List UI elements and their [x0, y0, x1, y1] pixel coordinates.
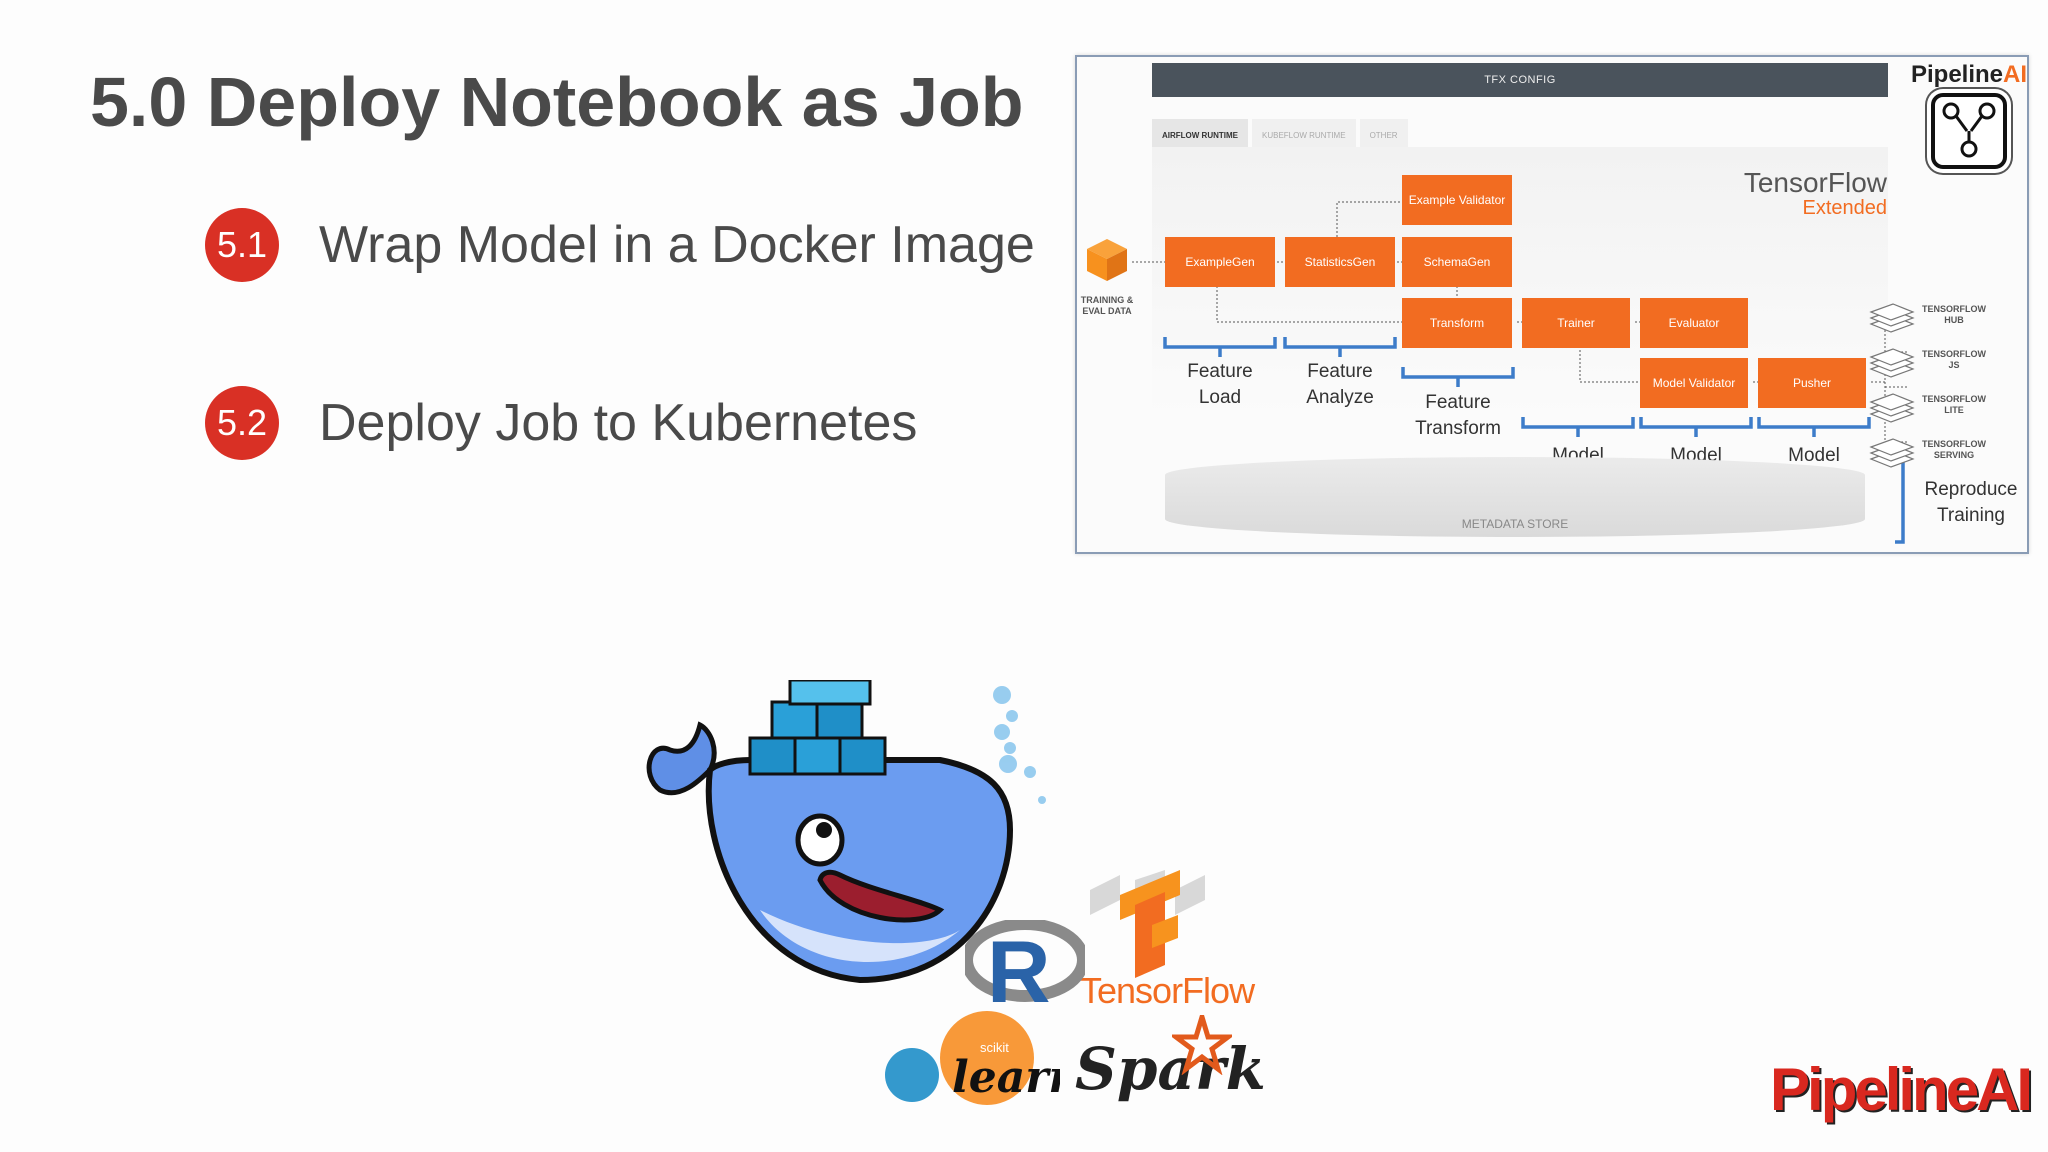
spark-wordmark: Spark [1075, 1035, 1266, 1103]
tfx-pipeline-diagram: TFX CONFIG AIRFLOW RUNTIME KUBEFLOW RUNT… [1075, 55, 2029, 554]
bullet-item-2: 5.2 Deploy Job to Kubernetes [205, 385, 917, 461]
metadata-store-disk [1165, 457, 1865, 537]
metadata-store-label: METADATA STORE [1461, 517, 1569, 531]
corner-brand-text: PipelineAI [1911, 61, 2028, 88]
tab-other[interactable]: OTHER [1359, 119, 1408, 152]
stage-reproduce-training: Reproduce Training [1924, 479, 2018, 526]
r-language-logo: R [965, 920, 1085, 1010]
target-label: TENSORFLOW LITE [1922, 394, 1986, 415]
node-trainer[interactable]: Trainer [1522, 298, 1630, 348]
node-transform[interactable]: Transform [1402, 298, 1512, 348]
tfx-brand: TensorFlow Extended [1743, 167, 1887, 220]
bullet-text: Wrap Model in a Docker Image [319, 216, 1035, 274]
tensorflow-logo [1090, 870, 1205, 978]
bullet-item-1: 5.1 Wrap Model in a Docker Image [205, 207, 1035, 283]
stack-icon [1869, 348, 1915, 378]
page-title: 5.0 Deploy Notebook as Job [90, 63, 1024, 141]
node-example-validator[interactable]: Example Validator [1402, 175, 1512, 225]
svg-text:R: R [987, 922, 1051, 1010]
target-label: TENSORFLOW HUB [1922, 304, 1986, 325]
bullet-text: Deploy Job to Kubernetes [319, 394, 918, 452]
node-model-validator[interactable]: Model Validator [1640, 358, 1748, 408]
svg-text:scikit: scikit [980, 1040, 1009, 1055]
tab-kubeflow[interactable]: KUBEFLOW RUNTIME [1252, 119, 1356, 152]
node-statistics-gen[interactable]: StatisticsGen [1285, 237, 1395, 287]
pipelineai-corner-logo: PipelineAI [1909, 61, 2027, 179]
training-data-label: TRAINING & EVAL DATA [1080, 295, 1134, 316]
node-evaluator[interactable]: Evaluator [1640, 298, 1748, 348]
stack-icon [1869, 438, 1915, 468]
target-label: TENSORFLOW SERVING [1922, 439, 1986, 460]
bullet-number-badge: 5.2 [205, 386, 279, 460]
runtime-tabs: AIRFLOW RUNTIME KUBEFLOW RUNTIME OTHER [1152, 119, 1408, 152]
stack-icon [1869, 303, 1915, 333]
stage-feature-analyze: Feature Analyze [1306, 361, 1374, 408]
pipelineai-bottom-logo: PipelineAI [1770, 1056, 2033, 1123]
scikit-learn-logo: scikit learn [885, 1011, 1060, 1105]
spark-star-icon [1172, 1015, 1232, 1075]
data-cube-icon [1087, 239, 1127, 281]
node-schema-gen[interactable]: SchemaGen [1402, 237, 1512, 287]
tfx-brand-title: TensorFlow [1743, 167, 1887, 198]
bullet-number-badge: 5.1 [205, 208, 279, 282]
tensorflow-wordmark: TensorFlow [1080, 970, 1255, 1011]
node-pusher[interactable]: Pusher [1758, 358, 1866, 408]
target-label: TENSORFLOW JS [1922, 349, 1986, 370]
pipeline-graph-icon [1931, 93, 2007, 169]
node-example-gen[interactable]: ExampleGen [1165, 237, 1275, 287]
config-bar: TFX CONFIG [1152, 63, 1888, 97]
stage-feature-transform: Feature Transform [1415, 392, 1501, 439]
tab-airflow[interactable]: AIRFLOW RUNTIME [1152, 119, 1248, 152]
tfx-brand-subtitle: Extended [1802, 197, 1887, 219]
svg-text:learn: learn [952, 1052, 1060, 1103]
stack-icon [1869, 393, 1915, 423]
docker-whale-logo [646, 680, 1046, 984]
stage-feature-load: Feature Load [1187, 361, 1253, 408]
